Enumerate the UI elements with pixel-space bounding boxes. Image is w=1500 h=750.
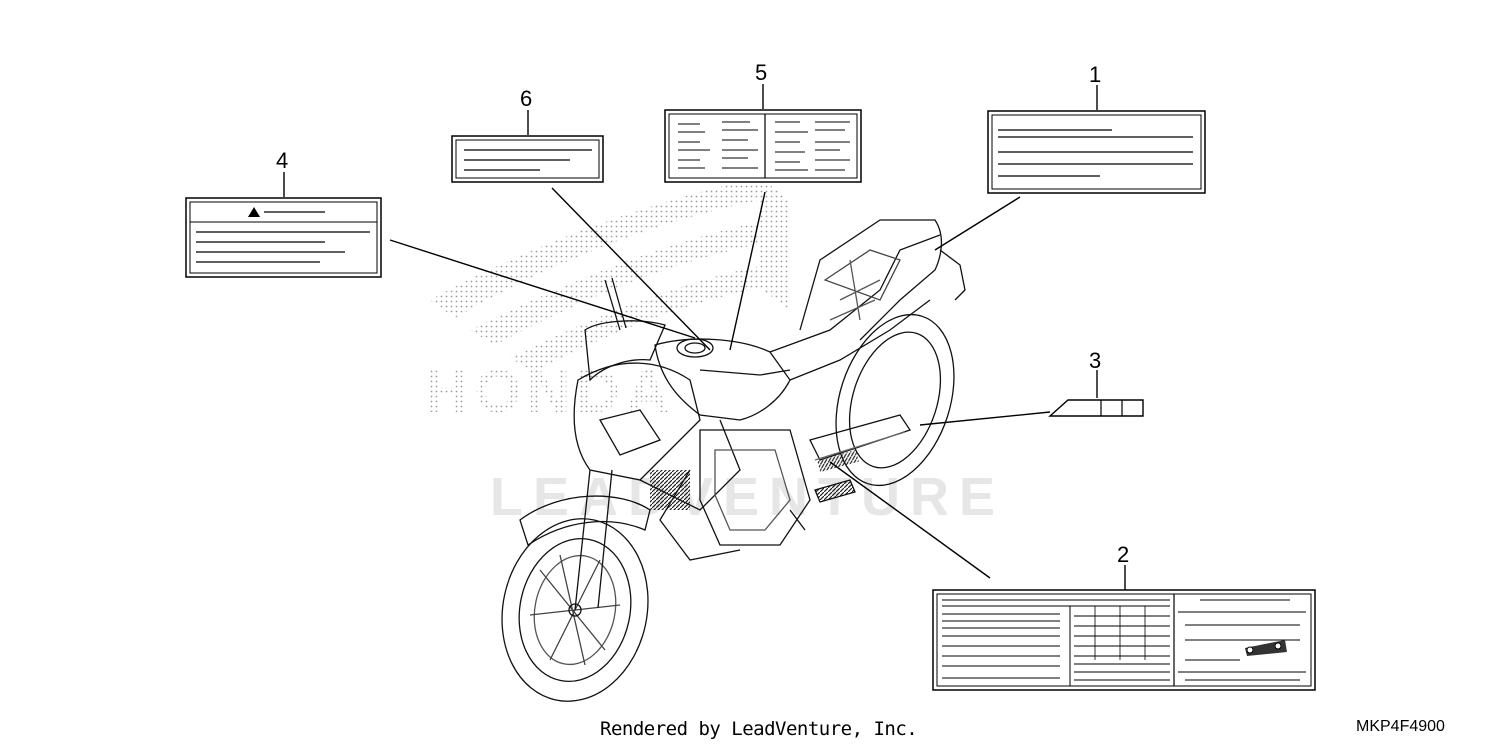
leader-line-4	[389, 239, 696, 339]
callout-number-4: 4	[276, 148, 288, 173]
label-4: 4	[185, 148, 382, 278]
callout-number-2: 2	[1117, 542, 1129, 567]
leadventure-watermark-text: LEADVENTURE	[490, 467, 1005, 527]
leader-line-2	[829, 461, 991, 579]
leader-line-5	[729, 191, 766, 351]
honda-wing-watermark: HONDA	[425, 178, 790, 425]
diagram-part-code: MKP4F4900	[1356, 718, 1445, 735]
label-6: 6	[451, 86, 604, 183]
callout-number-5: 5	[755, 60, 767, 85]
leader-line-1	[934, 196, 1021, 251]
label-3: 3	[1048, 348, 1144, 417]
leader-line-3	[919, 411, 1051, 426]
callout-number-3: 3	[1089, 348, 1101, 373]
label-2: 2	[932, 542, 1316, 691]
callout-number-6: 6	[520, 86, 532, 111]
callout-number-1: 1	[1089, 62, 1101, 87]
render-credit: Rendered by LeadVenture, Inc.	[600, 718, 918, 740]
label-1: 1	[987, 62, 1206, 194]
leader-lines	[389, 187, 1051, 579]
honda-watermark-text: HONDA	[425, 358, 675, 425]
label-5: 5	[664, 60, 862, 183]
motorcycle-drawing	[501, 219, 966, 702]
warning-icon	[248, 207, 260, 217]
leader-line-6	[551, 187, 711, 351]
